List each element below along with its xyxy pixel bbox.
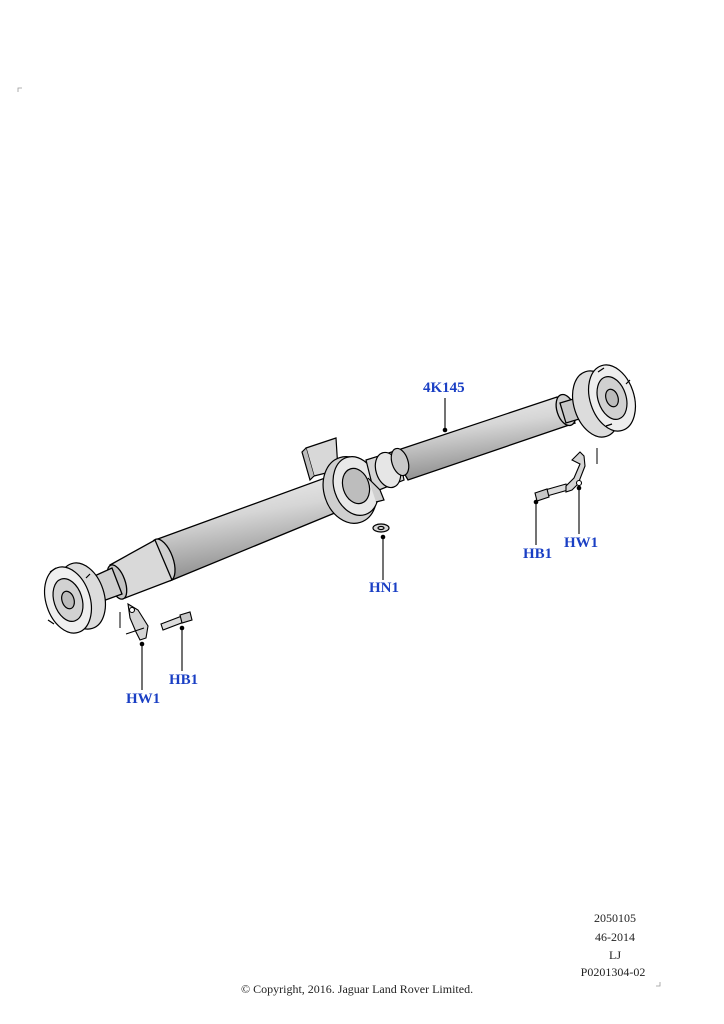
callout-hw1-washer-right[interactable]: HW1 (564, 535, 599, 551)
drawing-ref-line-4: P0201304-02 (580, 965, 646, 979)
callout-hn1-nut[interactable]: HN1 (369, 580, 399, 596)
leader-lines (139, 398, 582, 690)
front-tube (89, 477, 343, 603)
drawing-ref-line-1: 2050105 (594, 911, 636, 925)
corner-mark-bottom-right (656, 982, 661, 987)
front-flex-coupling (43, 562, 107, 634)
callout-4k145-propeller-shaft[interactable]: 4K145 (423, 380, 465, 396)
callout-hb1-bolt-left[interactable]: HB1 (169, 672, 199, 688)
callout-hb1-bolt-right[interactable]: HB1 (523, 546, 553, 562)
copyright-notice: © Copyright, 2016. Jaguar Land Rover Lim… (241, 982, 474, 996)
center-bearing-assembly (301, 437, 410, 533)
drawing-ref-line-3: LJ (609, 948, 621, 962)
callout-hw1-washer-left[interactable]: HW1 (126, 691, 161, 707)
right-bolt-hb1 (534, 483, 569, 502)
drawing-ref-line-2: 46-2014 (595, 930, 635, 944)
rear-tube (391, 393, 597, 481)
corner-mark-top-left (17, 87, 22, 92)
left-washer-hw1 (119, 602, 149, 641)
right-washer-hw1 (565, 448, 598, 493)
rear-flex-coupling (571, 364, 637, 438)
left-bolt-hb1 (160, 611, 193, 631)
